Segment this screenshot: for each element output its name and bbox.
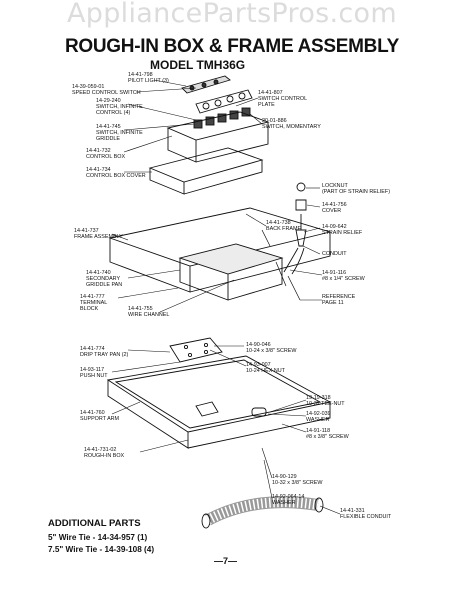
- model-label: MODEL TMH36G: [150, 58, 246, 72]
- label-conduit: CONDUIT: [322, 251, 347, 257]
- control-box: [166, 111, 270, 163]
- label-screw-8x38: 14-91-118#8 x 3/8" SCREW: [306, 428, 349, 441]
- label-locknut: LOCKNUT(PART OF STRAIN RELIEF): [322, 183, 390, 196]
- switches: [193, 107, 251, 129]
- page-title: ROUGH-IN BOX & FRAME ASSEMBLY: [64, 36, 400, 57]
- watermark: AppliancePartsPros.com: [67, 0, 397, 29]
- additional-part-item: 5" Wire Tie - 14-34-957 (1): [48, 533, 148, 542]
- pilot-light-strip: [181, 75, 231, 94]
- leader-lines: [111, 79, 341, 515]
- switch-control-plate: [195, 89, 253, 114]
- rough-in-box: [106, 355, 332, 449]
- additional-parts-heading: ADDITIONAL PARTS: [48, 518, 141, 529]
- frame-assembly: [108, 207, 332, 301]
- control-box-cover: [148, 147, 264, 195]
- page-number: —7—: [214, 556, 238, 566]
- strain-relief-assembly: [283, 182, 307, 275]
- label-screw-8x14: 14-91-116#8 x 1/4" SCREW: [322, 270, 365, 283]
- flexible-conduit: [201, 496, 324, 529]
- additional-part-item: 7.5" Wire Tie - 14-39-108 (4): [48, 545, 155, 554]
- drip-tray-pan: [169, 337, 223, 363]
